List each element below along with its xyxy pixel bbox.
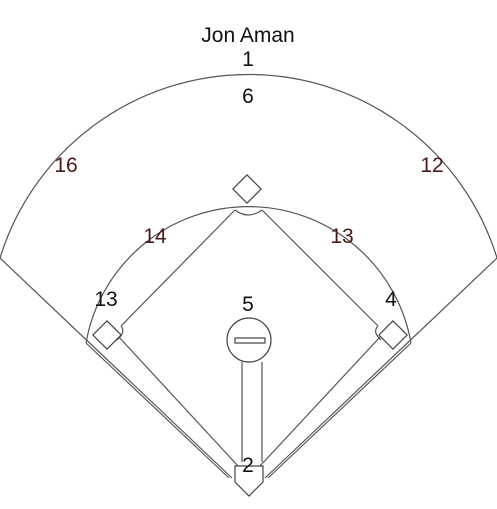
position-catcher: 2 <box>242 454 254 477</box>
position-left-field: 16 <box>54 154 77 177</box>
player-name: Jon Aman <box>201 24 294 47</box>
second-base-cutout <box>234 209 263 216</box>
infield-left-edge <box>85 342 230 479</box>
position-second-base-sector: 13 <box>330 225 353 248</box>
first-base-cutout <box>375 325 382 341</box>
position-right-field: 12 <box>420 154 443 177</box>
infield-right-edge <box>267 342 412 479</box>
third-base <box>92 320 122 350</box>
position-third-base: 13 <box>94 288 117 311</box>
first-base <box>378 320 408 350</box>
pitchers-rubber <box>234 337 266 344</box>
baseline-home-to-first <box>259 335 382 467</box>
third-base-cutout <box>116 325 124 341</box>
left-foul-line <box>0 257 233 479</box>
position-shortstop: 5 <box>242 293 254 316</box>
second-base <box>232 174 262 204</box>
home-plate <box>234 465 264 497</box>
position-pitcher: 1 <box>242 48 254 71</box>
baseline-third-to-home <box>117 335 239 467</box>
baseline-second-to-third <box>120 209 236 327</box>
infield-arc <box>85 206 412 344</box>
mound-runway <box>241 362 263 462</box>
position-third-base-sector: 14 <box>143 225 167 248</box>
position-first-base: 4 <box>385 288 397 311</box>
outfield-fence <box>0 73 497 479</box>
baseline-first-to-second <box>261 209 379 327</box>
position-center-field: 6 <box>242 85 254 108</box>
